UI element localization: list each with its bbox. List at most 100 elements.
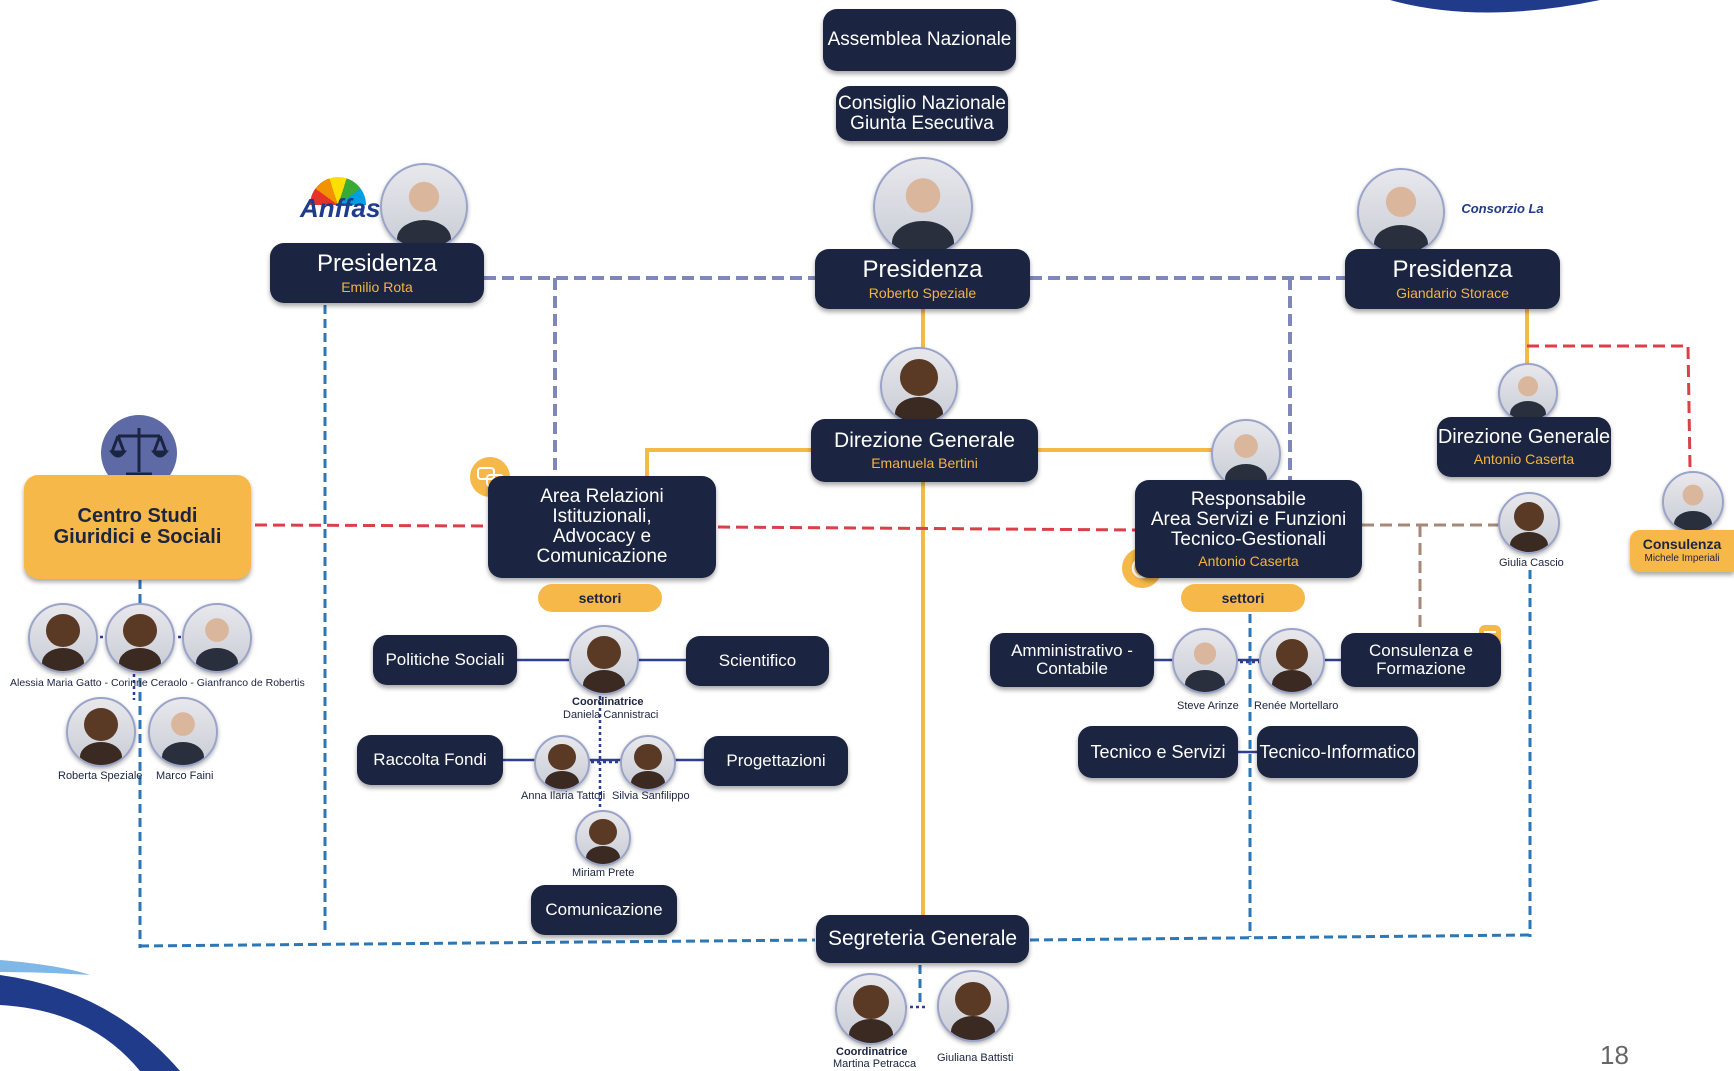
consiglio-box: Consiglio Nazionale Giunta Esecutiva: [836, 86, 1008, 141]
avatar-alessia-maria-gatto: [28, 603, 98, 673]
anffas-logo-text: Anffas: [300, 193, 381, 223]
avatar-renee-mortellaro: [1259, 628, 1325, 694]
corner-swoosh-bottom: [0, 975, 180, 1071]
raccolta-fondi-box: Raccolta Fondi: [357, 735, 503, 785]
avatar-corinne-ceraolo: [105, 603, 175, 673]
avatar-roberta-speziale: [66, 697, 136, 767]
centro-studi-names-row1: Alessia Maria Gatto - Corinne Ceraolo - …: [10, 677, 305, 689]
giulia-cascio-label: Giulia Cascio: [1499, 557, 1564, 569]
avatar-steve-arinze: [1172, 628, 1238, 694]
avatar-marco-faini: [148, 697, 218, 767]
amministrativo-line2: Contabile: [1036, 659, 1108, 678]
segreteria-title: Segreteria Generale: [827, 926, 1018, 950]
direzione-centro-box: Direzione Generale Emanuela Bertini: [811, 419, 1038, 482]
martina-coord-label: Coordinatrice: [836, 1046, 908, 1058]
avatar-giuliana-battisti: [937, 970, 1009, 1042]
area-relazioni-settori-pill: settori: [538, 584, 662, 612]
presidenza-sx-name: Emilio Rota: [341, 279, 413, 296]
centro-studi-line2: Giuridici e Sociali: [53, 526, 222, 548]
avatar-gianfranco-de-robertis: [182, 603, 252, 673]
assemblea-box: Assemblea Nazionale: [823, 9, 1016, 71]
roberta-speziale-label: Roberta Speziale: [58, 770, 143, 782]
avatar-anna-ilaria-tattoli: [534, 735, 590, 791]
area-servizi-line2: Area Servizi e Funzioni: [1150, 508, 1347, 530]
segreteria-box: Segreteria Generale: [816, 915, 1029, 963]
anna-tattoli-label: Anna Ilaria Tattoli: [521, 790, 606, 802]
justice-icon: [108, 428, 170, 476]
marco-faini-label: Marco Faini: [156, 770, 214, 782]
silvia-sanfilippo-label: Silvia Sanfilippo: [612, 790, 690, 802]
consorzio-logo: Consorzio La rosa blu: [1450, 186, 1555, 262]
area-servizi-name: Antonio Caserta: [1198, 552, 1299, 569]
avatar-emilio-rota: [380, 163, 468, 251]
steve-arinze-label: Steve Arinze: [1177, 700, 1239, 712]
raccolta-fondi-label: Raccolta Fondi: [373, 750, 487, 770]
avatar-daniela-cannistraci: [569, 625, 639, 695]
politiche-sociali-label: Politiche Sociali: [385, 650, 505, 670]
area-servizi-line3: Tecnico-Gestionali: [1170, 528, 1327, 550]
presidenza-dx-title: Presidenza: [1392, 256, 1513, 284]
centro-studi-line1: Centro Studi: [77, 505, 198, 527]
direzione-centro-name: Emanuela Bertini: [871, 455, 978, 472]
direzione-dx-box: Direzione Generale Antonio Caserta: [1437, 417, 1611, 477]
tecnico-servizi-label: Tecnico e Servizi: [1090, 741, 1226, 762]
renee-mortellaro-label: Renée Mortellaro: [1254, 700, 1339, 712]
avatar-giulia-cascio: [1498, 492, 1560, 554]
area-servizi-line1: Responsabile: [1190, 488, 1307, 510]
consulenza-formazione-line1: Consulenza e: [1369, 641, 1473, 661]
tecnico-informatico-label: Tecnico-Informatico: [1259, 741, 1416, 762]
avatar-michele-imperiali: [1662, 471, 1724, 533]
corner-swoosh-top: [1390, 0, 1600, 13]
presidenza-sx-box: Presidenza Emilio Rota: [270, 243, 484, 303]
consulenza-dx-name: Michele Imperiali: [1644, 553, 1720, 565]
avatar-miriam-prete: [575, 810, 631, 866]
comunicazione-label: Comunicazione: [545, 900, 663, 920]
avatar-antonio-caserta-resp: [1211, 419, 1281, 489]
direzione-centro-title: Direzione Generale: [834, 429, 1015, 453]
amministrativo-line1: Amministrativo -: [1011, 641, 1133, 661]
direzione-dx-name: Antonio Caserta: [1473, 451, 1575, 468]
amministrativo-box: Amministrativo - Contabile: [990, 633, 1154, 687]
comunicazione-box: Comunicazione: [531, 885, 677, 935]
politiche-sociali-box: Politiche Sociali: [373, 635, 517, 685]
consulenza-dx-box: Consulenza Michele Imperiali: [1630, 530, 1734, 572]
avatar-roberto-speziale: [873, 157, 973, 257]
progettazioni-label: Progettazioni: [726, 751, 826, 771]
area-servizi-box: Responsabile Area Servizi e Funzioni Tec…: [1135, 480, 1362, 578]
direzione-dx-title: Direzione Generale: [1437, 426, 1611, 449]
giuliana-battisti-label: Giuliana Battisti: [937, 1052, 1014, 1064]
area-relazioni-line1: Area Relazioni Istituzionali,: [540, 486, 664, 528]
tecnico-servizi-box: Tecnico e Servizi: [1078, 726, 1238, 778]
consiglio-line1: Consiglio Nazionale: [838, 92, 1006, 114]
progettazioni-box: Progettazioni: [704, 736, 848, 786]
consulenza-formazione-box: Consulenza e Formazione: [1341, 633, 1501, 687]
consulenza-dx-title: Consulenza: [1642, 536, 1722, 553]
presidenza-dx-name: Giandario Storace: [1396, 285, 1509, 302]
daniela-name-label: Daniela Cannistraci: [563, 709, 659, 721]
presidenza-centro-name: Roberto Speziale: [868, 285, 977, 302]
daniela-coord-label: Coordinatrice: [572, 696, 644, 708]
consiglio-line2: Giunta Esecutiva: [850, 112, 994, 134]
presidenza-sx-title: Presidenza: [316, 250, 438, 278]
scientifico-box: Scientifico: [686, 636, 829, 686]
miriam-prete-label: Miriam Prete: [572, 867, 635, 879]
area-servizi-settori-pill: settori: [1181, 584, 1305, 612]
scientifico-label: Scientifico: [718, 651, 797, 671]
area-relazioni-box: Area Relazioni Istituzionali, Advocacy e…: [488, 476, 716, 578]
assemblea-label: Assemblea Nazionale: [827, 29, 1012, 51]
avatar-silvia-sanfilippo: [620, 735, 676, 791]
avatar-emanuela-bertini: [880, 347, 958, 425]
avatar-giandario-storace: [1357, 168, 1445, 256]
consulenza-formazione-line2: Formazione: [1376, 659, 1466, 678]
presidenza-dx-box: Presidenza Giandario Storace: [1345, 249, 1560, 309]
martina-name-label: Martina Petracca: [833, 1058, 917, 1070]
avatar-antonio-caserta-dg: [1498, 363, 1558, 423]
anffas-logo: Anffas: [300, 177, 380, 237]
presidenza-centro-title: Presidenza: [862, 256, 983, 284]
presidenza-centro-box: Presidenza Roberto Speziale: [815, 249, 1030, 309]
page-number: 18: [1600, 1040, 1629, 1070]
avatar-martina-petracca: [835, 973, 907, 1045]
tecnico-informatico-box: Tecnico-Informatico: [1257, 726, 1418, 778]
centro-studi-box: Centro Studi Giuridici e Sociali: [24, 475, 251, 579]
